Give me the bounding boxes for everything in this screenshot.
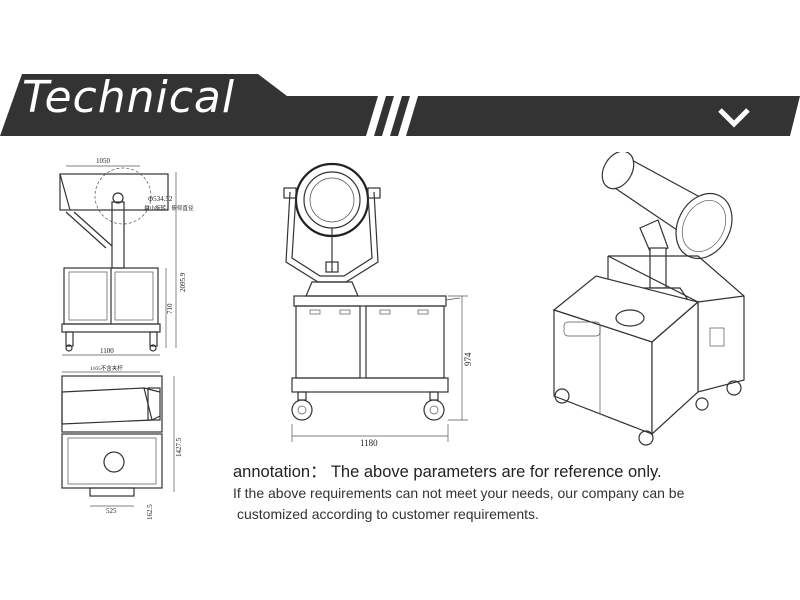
side-view-drawing: 974 1180: [283, 162, 473, 448]
dim-side-height: 974: [463, 352, 473, 366]
dim-nozzle-note: 最小旋转，俯仰直径: [144, 204, 194, 212]
annotation-text: annotation： The above parameters are for…: [233, 463, 662, 481]
front-view-drawing: 1050 Φ534.52 最小旋转，俯仰直径 2095.9 710 1100: [59, 157, 194, 356]
dim-base-width: 1100: [100, 347, 114, 355]
isometric-view-drawing: [552, 152, 745, 446]
dim-depth: 1427.5: [175, 437, 183, 457]
note-line-1: If the above requirements can not meet y…: [233, 485, 685, 501]
dim-inner-width: 1165不含夹杆: [90, 364, 123, 372]
banner-title-tab: [0, 74, 287, 136]
dim-side-width: 1180: [360, 438, 378, 448]
banner-stripe-1: [366, 96, 386, 136]
dim-top-width: 1050: [96, 157, 111, 165]
dim-box-height: 710: [166, 303, 174, 314]
page-title: Technical: [22, 72, 236, 123]
banner-stripe-2: [382, 96, 402, 136]
header-banner: [0, 74, 800, 136]
dim-handle-width: 525: [106, 507, 117, 515]
dim-handle-depth: 162.5: [146, 504, 154, 520]
note-line-2: customized according to customer require…: [237, 506, 539, 522]
dim-nozzle: Φ534.52: [148, 195, 173, 203]
dim-total-height: 2095.9: [179, 272, 187, 292]
top-view-drawing: 1165不含夹杆 1427.5 525 162.5: [61, 364, 183, 520]
banner-stripe-3: [398, 96, 418, 136]
chevron-down-icon[interactable]: [712, 100, 756, 134]
banner-bar: [246, 96, 800, 136]
